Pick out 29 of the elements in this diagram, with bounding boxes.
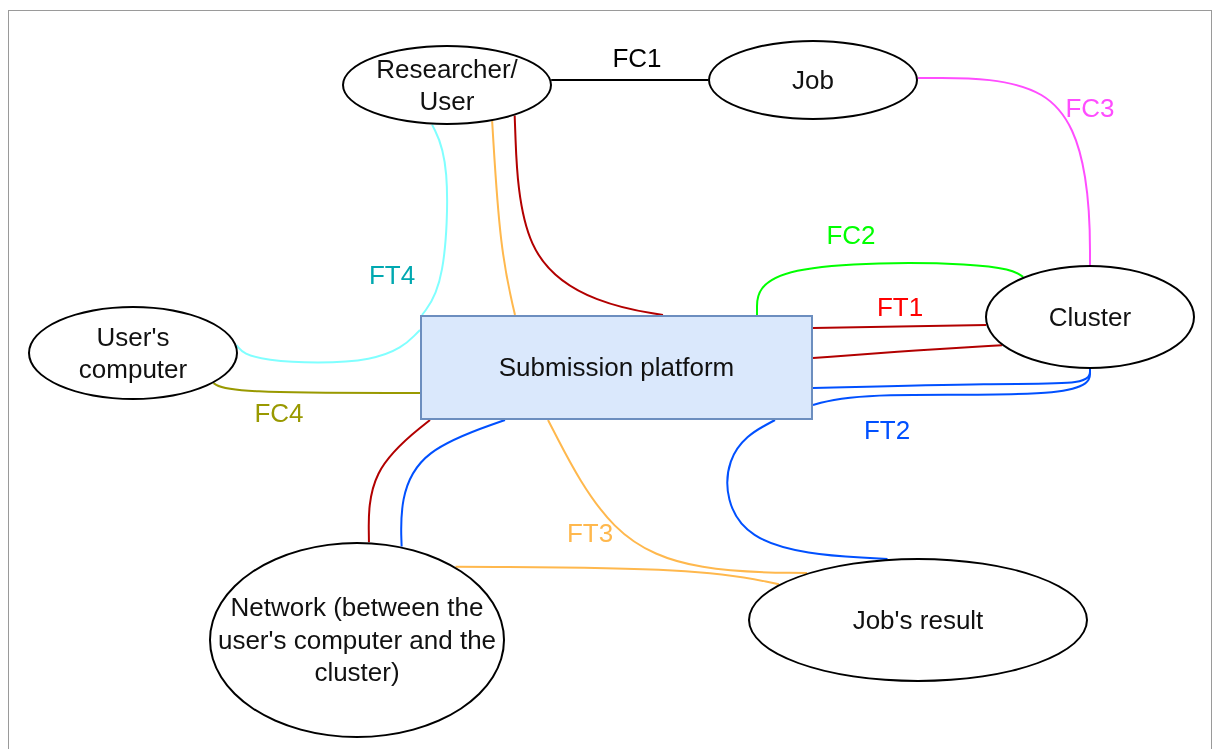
connector-line bbox=[421, 123, 449, 316]
node-label: Job's result bbox=[852, 603, 984, 637]
connector-line bbox=[550, 79, 709, 82]
connector-line bbox=[367, 419, 431, 544]
edge-label: FC1 bbox=[612, 45, 662, 71]
connector-line bbox=[812, 344, 1003, 359]
edge-label: FT2 bbox=[863, 417, 911, 443]
connector-line bbox=[547, 419, 809, 574]
edge-label: FC2 bbox=[826, 222, 876, 248]
edge-label: FC3 bbox=[1065, 95, 1115, 121]
edge-label: FT4 bbox=[368, 262, 416, 288]
edge-label: FT1 bbox=[876, 294, 924, 320]
connector-line bbox=[454, 565, 780, 586]
node-label: Network (between the user's computer and the cluster) bbox=[216, 591, 498, 689]
connector-line bbox=[400, 419, 506, 548]
connector-line bbox=[212, 382, 421, 394]
edge-label: FT3 bbox=[566, 520, 614, 546]
connector-line bbox=[756, 262, 1025, 316]
node-label: Job bbox=[792, 63, 834, 97]
connector-line bbox=[726, 419, 889, 560]
node-label: User's computer bbox=[77, 320, 189, 386]
connector-line bbox=[916, 77, 1091, 266]
connector-line bbox=[513, 114, 664, 316]
node-label: Researcher/ User bbox=[375, 52, 519, 118]
process-box bbox=[420, 315, 813, 420]
edge-label: FC4 bbox=[254, 400, 304, 426]
connector-line bbox=[812, 323, 988, 329]
node-label: Cluster bbox=[1048, 300, 1132, 334]
node-label: Submission platform bbox=[498, 351, 735, 384]
